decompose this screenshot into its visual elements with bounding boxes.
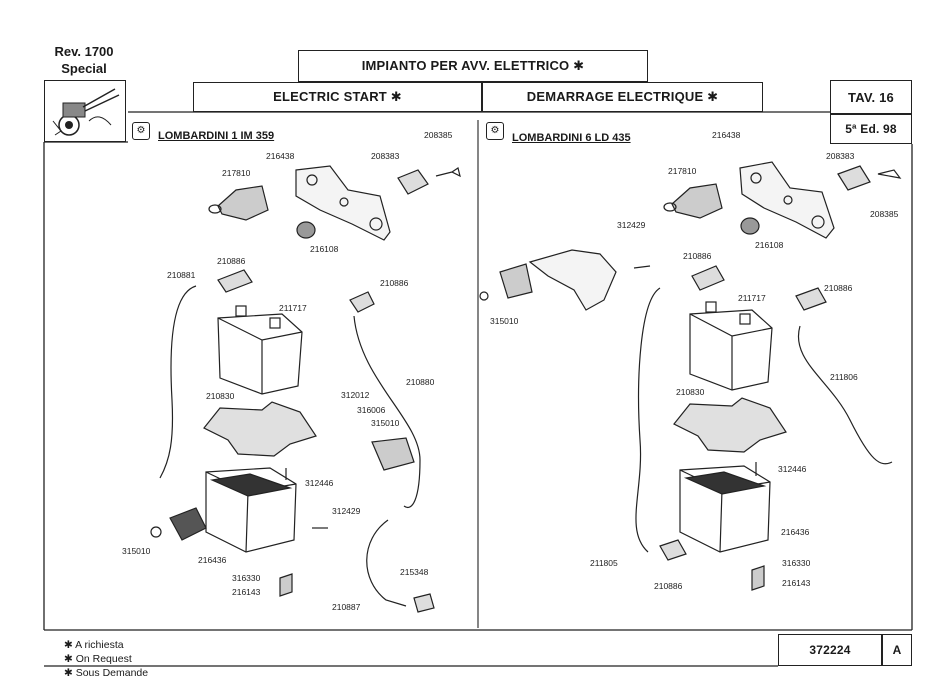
title-italian: IMPIANTO PER AVV. ELETTRICO ✱ — [298, 50, 648, 82]
left-cable-210881 — [159, 285, 197, 479]
part-number: 316006 — [357, 405, 386, 415]
edition-label: 5ª Ed. 98 — [830, 114, 912, 144]
revision-label: Rev. 1700 — [54, 44, 114, 59]
left-solenoid — [371, 437, 415, 471]
part-number: 216436 — [198, 555, 227, 565]
left-cable-210880 — [353, 315, 421, 508]
part-number: 315010 — [371, 418, 400, 428]
part-number: 216438 — [712, 130, 741, 140]
part-number: 216143 — [782, 578, 811, 588]
part-number: 210886 — [217, 256, 246, 266]
part-number: 208383 — [826, 151, 855, 161]
tiller-illustration — [52, 88, 120, 136]
part-number: 316330 — [232, 573, 261, 583]
right-engine-icon: ⚙ — [486, 122, 504, 140]
right-solenoid — [499, 263, 533, 299]
right-battery — [689, 309, 773, 391]
part-number: 211805 — [590, 558, 618, 568]
part-number: 211717 — [279, 303, 307, 313]
left-cable-210887 — [366, 519, 407, 607]
part-number: 210886 — [824, 283, 853, 293]
right-cable-211805 — [635, 287, 661, 553]
part-number: 216436 — [781, 527, 810, 537]
left-engine-title: LOMBARDINI 1 IM 359 — [158, 130, 275, 142]
part-number: 208385 — [424, 130, 453, 140]
right-cap — [740, 217, 760, 235]
left-ignition-switch — [397, 169, 429, 195]
part-number: 216108 — [310, 244, 339, 254]
part-number: 210887 — [332, 602, 361, 612]
right-ignition-switch — [837, 165, 871, 191]
part-number: 316330 — [782, 558, 811, 568]
part-number: 217810 — [222, 168, 251, 178]
part-number: 210886 — [683, 251, 712, 261]
left-terminal — [217, 269, 253, 293]
left-cap — [296, 221, 316, 239]
part-number: 216108 — [755, 240, 784, 250]
part-number: 216143 — [232, 587, 261, 597]
part-number: 315010 — [122, 546, 151, 556]
part-number: 215348 — [400, 567, 429, 577]
right-engine-title: LOMBARDINI 6 LD 435 — [512, 132, 631, 144]
left-engine-icon: ⚙ — [132, 122, 150, 140]
part-number: 312012 — [341, 390, 370, 400]
left-key — [435, 167, 461, 178]
legend-line-italian: ✱ A richiesta — [64, 639, 124, 651]
left-battery — [217, 313, 303, 395]
part-number: 312429 — [332, 506, 361, 516]
right-cable-211806 — [797, 325, 893, 465]
part-number: 210830 — [206, 391, 235, 401]
table-number: TAV. 16 — [830, 80, 912, 114]
left-pad — [203, 401, 317, 457]
part-number: 208383 — [371, 151, 400, 161]
part-number: 210880 — [406, 377, 435, 387]
right-bracket — [739, 161, 835, 239]
right-pad — [673, 397, 787, 453]
revision-letter: A — [882, 634, 912, 666]
part-number: 211806 — [830, 372, 858, 382]
part-number: 211717 — [738, 293, 766, 303]
part-number: 208385 — [870, 209, 899, 219]
part-number: 312429 — [617, 220, 646, 230]
part-number: 216438 — [266, 151, 295, 161]
part-number: 210830 — [676, 387, 705, 397]
part-number: 312446 — [778, 464, 807, 474]
legend-line-french: ✱ Sous Demande — [64, 667, 149, 679]
part-number: 312446 — [305, 478, 334, 488]
revision-variant: Special — [61, 61, 107, 76]
part-number: 210886 — [380, 278, 409, 288]
part-number: 315010 — [490, 316, 519, 326]
drawing-code: 372224 — [778, 634, 882, 666]
part-number: 210886 — [654, 581, 683, 591]
left-bracket — [295, 165, 391, 241]
right-key — [877, 169, 902, 179]
right-starter-button — [671, 183, 723, 219]
left-starter-button — [217, 185, 269, 221]
part-number: 217810 — [668, 166, 697, 176]
legend-line-english: ✱ On Request — [64, 653, 132, 665]
part-number: 210881 — [167, 270, 196, 280]
right-mount-bracket — [528, 249, 617, 311]
